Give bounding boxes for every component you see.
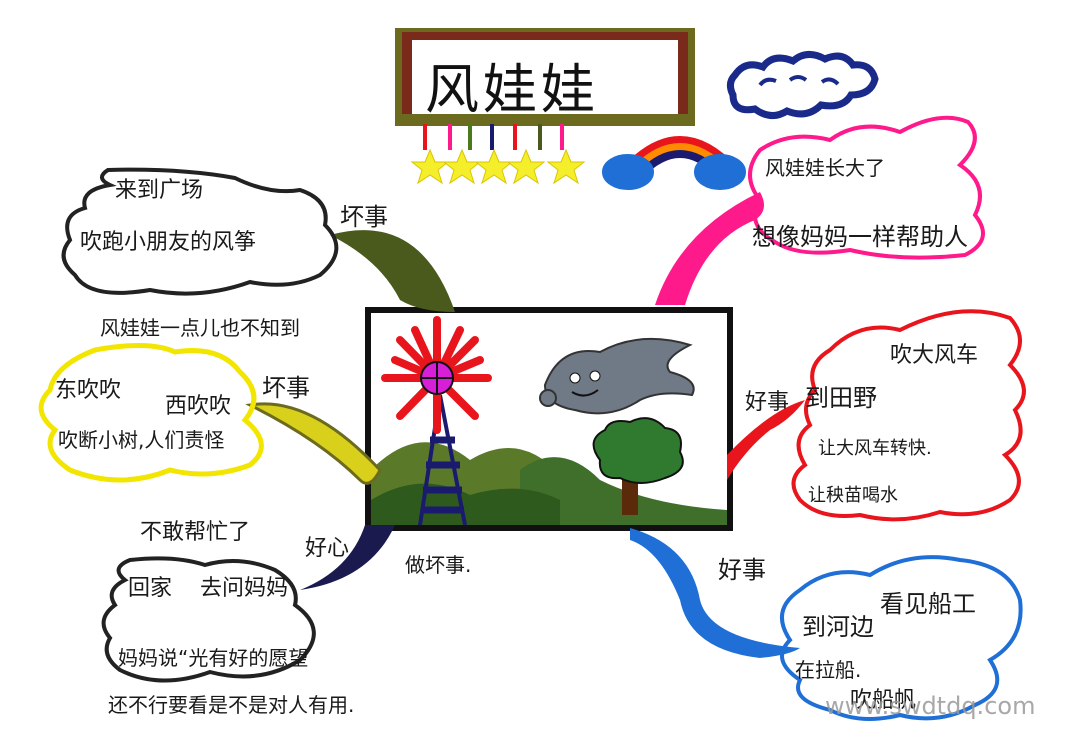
branch-bottom-left-line-5: 还不行要看是不是对人有用. (108, 693, 355, 717)
decor-cloud-blue (726, 51, 879, 119)
branch-mid-right-line-3: 让大风车转快. (818, 438, 932, 459)
branch-mid-right-line-1: 到田野 (805, 384, 877, 412)
branch-mid-right-line-4: 让秧苗喝水 (808, 485, 898, 506)
branch-mid-left (38, 343, 382, 485)
page-title: 风娃娃 (425, 58, 599, 121)
branch-bottom-left-line-3: 去问妈妈 (200, 576, 289, 601)
wind-baby-figure (539, 337, 695, 415)
branch-top-right (655, 115, 985, 305)
branch-bottom-right-line-4: 吹船帆 (850, 688, 917, 713)
branch-top-right-line-1: 风娃娃长大了 (765, 156, 885, 180)
branch-mid-left-line-4: 吹断小树,人们责怪 (58, 428, 225, 452)
branch-top-left-line-2: 吹跑小朋友的风筝 (80, 230, 257, 255)
branch-mid-right-line-2: 吹大风车 (890, 343, 979, 368)
branch-mid-left-line-3: 西吹吹 (165, 394, 232, 419)
branch-bottom-left-line-2: 回家 (128, 576, 173, 601)
branch-bottom-left-label: 好心 (305, 536, 350, 561)
branch-bottom-right-line-2: 看见船工 (880, 590, 976, 618)
branch-bottom-right-label: 好事 (718, 556, 766, 584)
branch-bottom-left (101, 525, 395, 683)
branch-mid-left-label: 坏事 (262, 374, 310, 402)
branch-mid-left-line-2: 东吹吹 (55, 378, 122, 403)
branch-top-left-label: 坏事 (340, 203, 388, 231)
branch-bottom-right (630, 528, 1023, 721)
branch-mid-right-label: 好事 (745, 390, 790, 415)
title-banner (395, 28, 695, 185)
branch-bottom-right-line-3: 在拉船. (795, 658, 862, 682)
branch-mid-left-line-1: 风娃娃一点儿也不知到 (100, 316, 300, 340)
branch-top-left (61, 167, 455, 312)
branch-bottom-left-line-4: 妈妈说“光有好的愿望 (118, 646, 309, 670)
decor-rainbow (602, 136, 746, 190)
branch-mid-right (727, 309, 1026, 522)
branch-top-left-line-1: 来到广场 (115, 178, 204, 203)
tree-figure (592, 417, 684, 515)
branch-bottom-left-line-1: 不敢帮忙了 (140, 520, 251, 545)
watermark: www.swdtdq.com (825, 692, 1036, 720)
center-label: 做坏事. (405, 553, 472, 577)
branch-top-right-line-2: 想像妈妈一样帮助人 (752, 223, 968, 251)
center-picture (365, 307, 733, 531)
branch-bottom-right-line-1: 到河边 (802, 613, 874, 641)
